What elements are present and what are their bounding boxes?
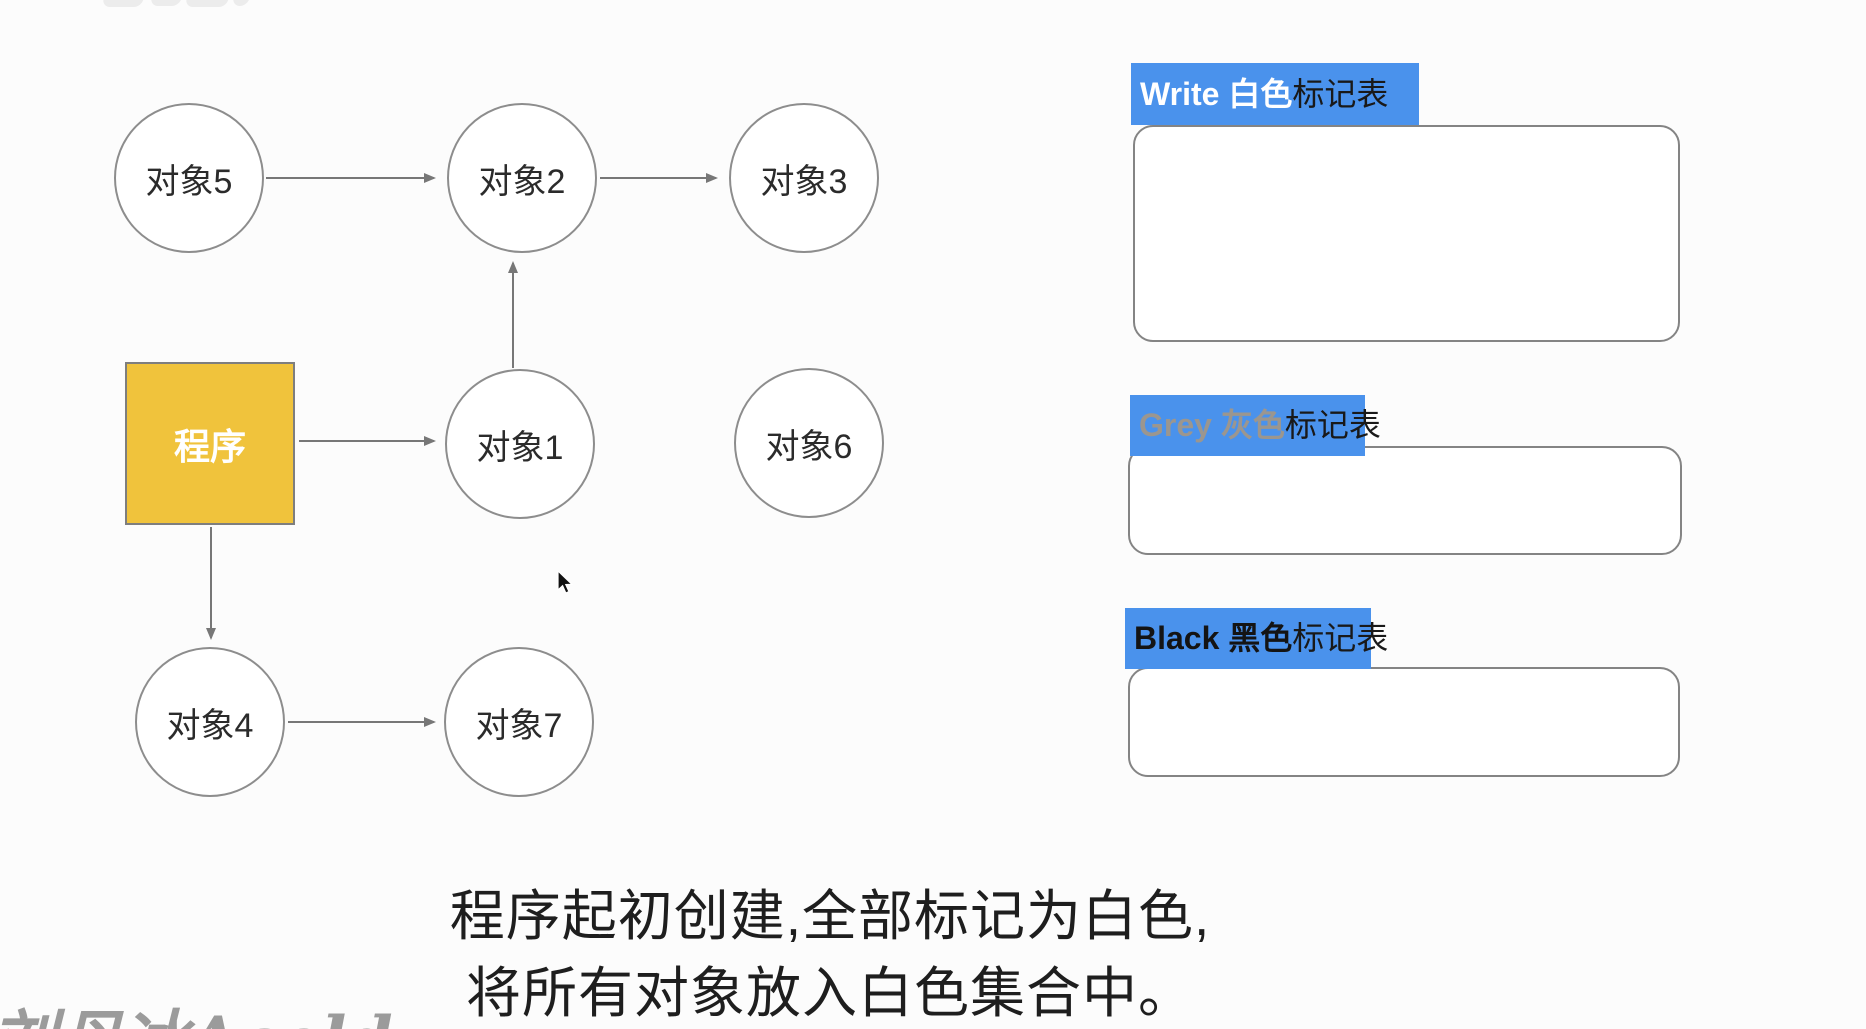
black-set-box bbox=[1128, 667, 1680, 777]
caption-line-2: 将所有对象放入白色集合中。 bbox=[465, 962, 1194, 1024]
white-set-label-cn: 标记表 bbox=[1292, 76, 1389, 112]
node-object-7: 对象7 bbox=[444, 647, 594, 797]
grey-set-label: Grey 灰色标记表 bbox=[1130, 395, 1381, 456]
node-object-3: 对象3 bbox=[729, 103, 879, 253]
white-set-label: Write 白色标记表 bbox=[1131, 63, 1419, 125]
caption-line-1: 程序起初创建,全部标记为白色, bbox=[449, 885, 1211, 947]
black-set-label-en: Black 黑色 bbox=[1134, 620, 1293, 656]
node-object-4: 对象4 bbox=[135, 647, 285, 797]
white-set-label-en: Write 白色 bbox=[1140, 76, 1293, 112]
node-object-5: 对象5 bbox=[114, 103, 264, 253]
artifact-shape bbox=[101, 0, 145, 7]
artifact-shape bbox=[231, 0, 251, 6]
black-set-label: Black 黑色标记表 bbox=[1125, 608, 1388, 669]
grey-set-box bbox=[1128, 446, 1682, 555]
author-watermark: 刘丹冰Aceld bbox=[0, 988, 393, 1029]
caption: 程序起初创建,全部标记为白色, 将所有对象放入白色集合中。 bbox=[420, 878, 1240, 1029]
node-object-2: 对象2 bbox=[447, 103, 597, 253]
artifact-shape bbox=[184, 0, 230, 7]
grey-set-label-en: Grey 灰色 bbox=[1139, 407, 1285, 443]
grey-set-label-cn: 标记表 bbox=[1284, 407, 1381, 443]
white-set-box bbox=[1133, 125, 1680, 342]
artifact-shape bbox=[149, 0, 183, 6]
node-object-1: 对象1 bbox=[445, 369, 595, 519]
mouse-cursor-icon bbox=[557, 569, 574, 594]
black-set-label-cn: 标记表 bbox=[1292, 620, 1389, 656]
node-object-6: 对象6 bbox=[734, 368, 884, 518]
node-program: 程序 bbox=[125, 362, 295, 525]
